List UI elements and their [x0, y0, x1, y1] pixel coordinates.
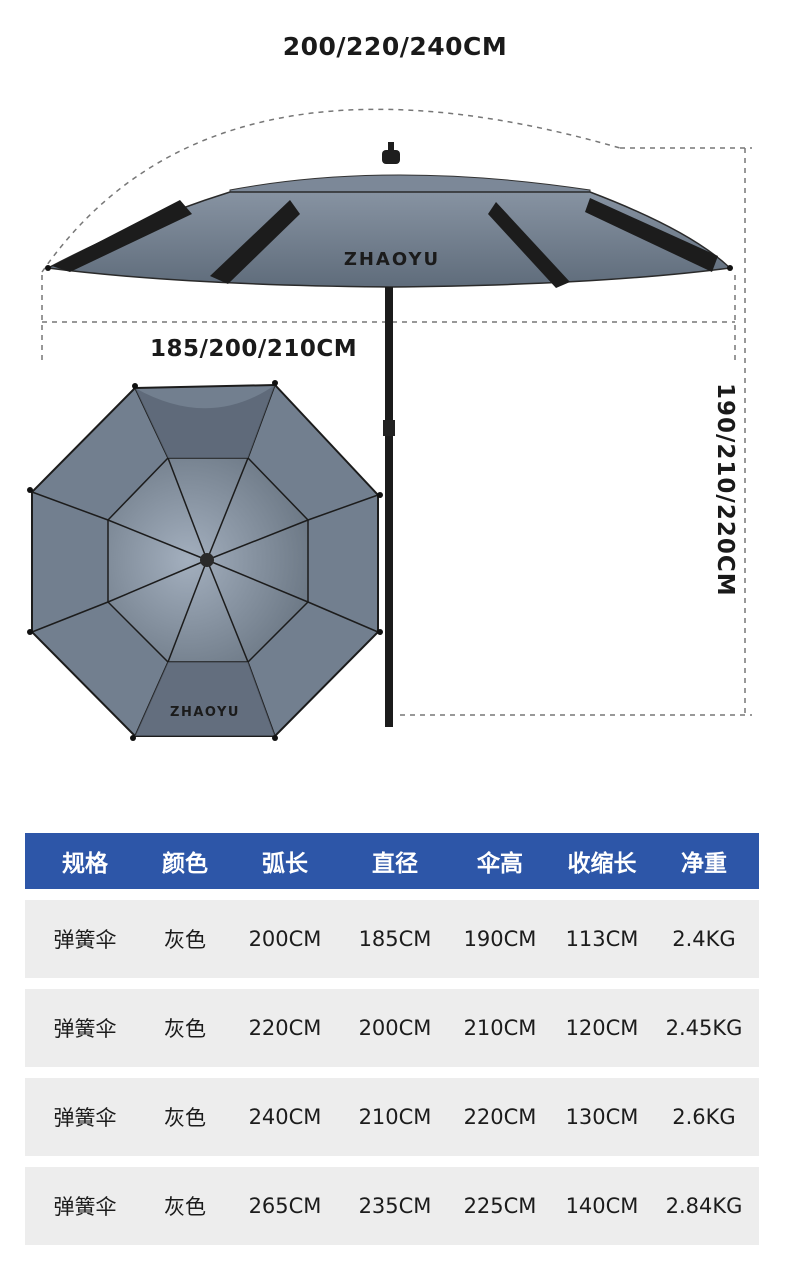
cell-arc: 200CM: [248, 927, 322, 951]
cell-spec: 弹簧伞: [53, 1017, 117, 1041]
cell-height: 190CM: [463, 927, 537, 951]
cell-height: 210CM: [463, 1016, 537, 1040]
cell-color: 灰色: [164, 1017, 206, 1041]
spec-table: 规格 颜色 弧长 直径 伞高 收缩长 净重 弹簧伞 灰色 200CM 185CM…: [25, 833, 759, 1245]
cell-diameter: 235CM: [358, 1194, 432, 1218]
header-arc: 弧长: [262, 851, 308, 877]
cell-weight: 2.84KG: [665, 1194, 743, 1218]
cell-spec: 弹簧伞: [53, 1106, 117, 1130]
cell-weight: 2.6KG: [672, 1105, 736, 1129]
arc-guide-line: [41, 108, 621, 273]
table-row: 弹簧伞 灰色 265CM 235CM 225CM 140CM 2.84KG: [25, 1167, 759, 1245]
arc-length-label: 200/220/240CM: [282, 32, 508, 61]
header-color: 颜色: [162, 851, 208, 877]
cell-diameter: 200CM: [358, 1016, 432, 1040]
cell-weight: 2.45KG: [665, 1016, 743, 1040]
header-diameter: 直径: [372, 851, 418, 877]
cell-folded-length: 130CM: [565, 1105, 639, 1129]
cell-folded-length: 113CM: [565, 927, 639, 951]
table-row: 弹簧伞 灰色 220CM 200CM 210CM 120CM 2.45KG: [25, 989, 759, 1067]
umbrella-side-view: ZHAOYU: [45, 142, 733, 727]
canopy-logo-side: ZHAOYU: [344, 249, 440, 270]
cell-height: 225CM: [463, 1194, 537, 1218]
cell-color: 灰色: [164, 928, 206, 952]
cell-color: 灰色: [164, 1106, 206, 1130]
table-row: 弹簧伞 灰色 200CM 185CM 190CM 113CM 2.4KG: [25, 900, 759, 978]
cell-folded-length: 120CM: [565, 1016, 639, 1040]
cell-weight: 2.4KG: [672, 927, 736, 951]
cell-arc: 265CM: [248, 1194, 322, 1218]
canopy-logo-top: ZHAOYU: [170, 705, 240, 720]
umbrella-illustration: ZHAOYU: [27, 108, 752, 741]
cell-color: 灰色: [164, 1195, 206, 1219]
cell-arc: 220CM: [248, 1016, 322, 1040]
header-height: 伞高: [477, 851, 523, 877]
cell-diameter: 185CM: [358, 927, 432, 951]
cell-arc: 240CM: [248, 1105, 322, 1129]
cell-height: 220CM: [463, 1105, 537, 1129]
header-spec: 规格: [62, 851, 108, 877]
cell-spec: 弹簧伞: [53, 1195, 117, 1219]
header-weight: 净重: [681, 851, 727, 877]
spec-table-header: 规格 颜色 弧长 直径 伞高 收缩长 净重: [25, 833, 759, 889]
cell-diameter: 210CM: [358, 1105, 432, 1129]
cell-spec: 弹簧伞: [53, 928, 117, 952]
umbrella-top-view: ZHAOYU: [27, 380, 383, 741]
table-row: 弹簧伞 灰色 240CM 210CM 220CM 130CM 2.6KG: [25, 1078, 759, 1156]
diameter-label: 185/200/210CM: [150, 336, 358, 362]
height-label: 190/210/220CM: [712, 383, 738, 597]
cell-folded-length: 140CM: [565, 1194, 639, 1218]
header-folded-length: 收缩长: [567, 851, 637, 877]
